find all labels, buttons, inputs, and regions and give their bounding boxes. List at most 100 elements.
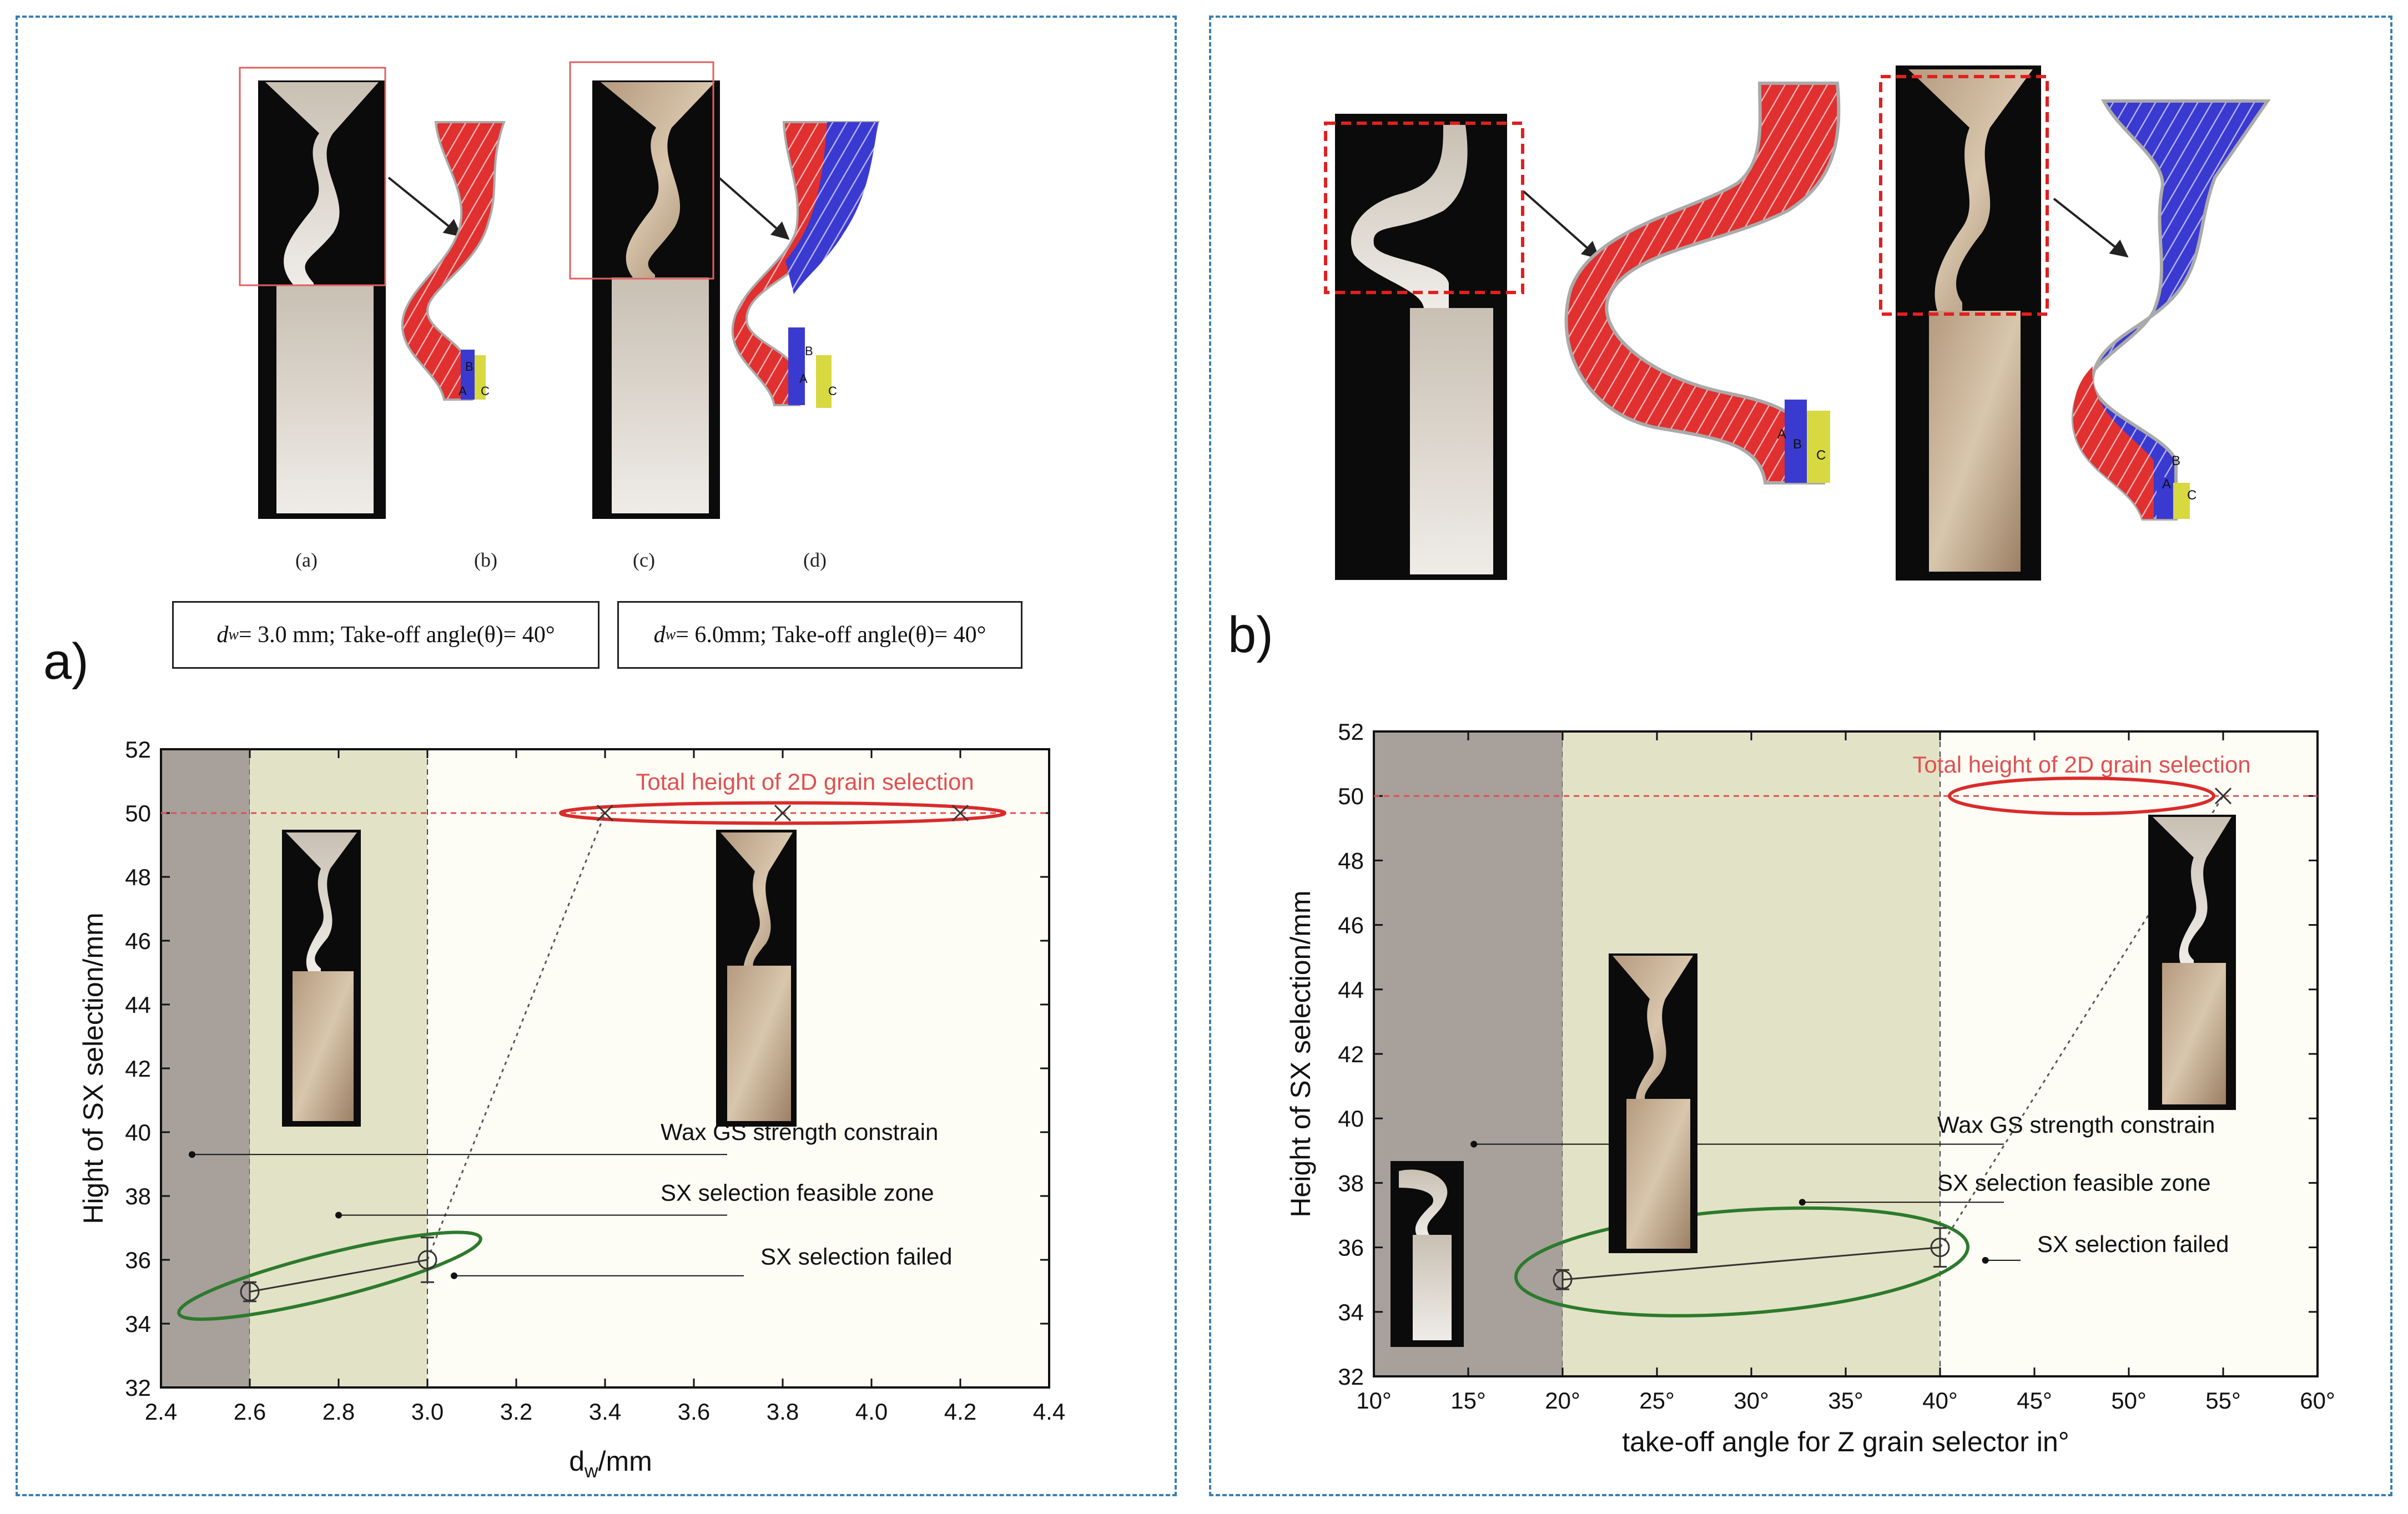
chart-a-success-point-0	[596, 804, 614, 822]
panel-a-letter: a)	[43, 633, 89, 690]
chart-a-ylabel: Hight of SX selection/mm	[78, 912, 109, 1224]
chart-a-dotted-connector	[426, 812, 606, 1260]
sim-b2-label-a: A	[2162, 477, 2171, 492]
panel-a-frame	[16, 16, 1177, 1496]
chart-a-success-point-1	[774, 804, 792, 822]
infobox-dw3-var: d	[216, 622, 229, 648]
chart-a-failed-point-1	[417, 1250, 437, 1270]
chart-b-green-ellipse	[1514, 1206, 1970, 1318]
chart-a-xtick-label-6: 3.6	[678, 1399, 710, 1425]
sim-b-label-c: C	[481, 384, 490, 398]
photo-b1	[1335, 114, 1507, 580]
sim-b1	[1564, 82, 1841, 485]
chart-b-ytick-label-9: 50	[1338, 783, 1364, 809]
chart-b-xtick-label-9: 55°	[2205, 1387, 2241, 1414]
chart-b-failed-point-1	[1930, 1238, 1950, 1258]
chart-a-ytick-label-9: 50	[125, 800, 151, 826]
sim-d-label-b: B	[805, 344, 813, 358]
chart-a-xtick-label-7: 3.8	[767, 1399, 799, 1425]
chart-a-annotation-text-2: SX selection failed	[760, 1243, 953, 1269]
chart-a-ytick-label-5: 42	[125, 1056, 151, 1082]
sim-b1-label-c: C	[1816, 448, 1826, 463]
chart-a-xlabel: dw/mm	[569, 1446, 652, 1482]
photo-b1-highlight	[1324, 122, 1524, 294]
photo-c-highlight	[569, 61, 714, 280]
chart-b-xtick-label-2: 20°	[1545, 1387, 1580, 1414]
infobox-dw3-sub: w	[228, 626, 239, 643]
chart-b-ytick-label-0: 32	[1338, 1364, 1364, 1390]
chart-a-xtick-label-5: 3.4	[589, 1399, 621, 1425]
chart-b-annotation-text-1: SX selection feasible zone	[1937, 1169, 2211, 1195]
arrow-b2	[2053, 198, 2129, 258]
chart-b-success-point-0	[2214, 788, 2232, 805]
chart-a-ytick-label-10: 52	[125, 736, 151, 763]
chart-a-ytick-label-6: 44	[125, 992, 151, 1018]
sim-b1-label-a: A	[1777, 427, 1786, 442]
chart-b-xtick-label-5: 35°	[1828, 1387, 1863, 1414]
chart-a-xtick-label-9: 4.2	[944, 1399, 976, 1425]
image-caption-d: (d)	[803, 549, 827, 571]
photo-b2	[1896, 65, 2041, 581]
sim-d-label-c: C	[828, 384, 837, 398]
chart-b-xlabel: take-off angle for Z grain selector in°	[1622, 1426, 2069, 1457]
chart-a-xtick-label-1: 2.6	[234, 1399, 266, 1425]
sim-b2-label-c: C	[2187, 488, 2197, 503]
chart-b-xtick-label-0: 10°	[1356, 1387, 1392, 1414]
chart-b-ytick-label-2: 36	[1338, 1235, 1364, 1261]
chart-a-xtick-label-8: 4.0	[855, 1399, 888, 1425]
chart-a-reference-label: Total height of 2D grain selection	[636, 769, 974, 795]
sim-d	[731, 121, 880, 408]
chart-a-red-ellipse	[559, 801, 1006, 825]
arrow-b1	[1523, 190, 1600, 260]
chart-a-xtick-label-3: 3.0	[411, 1399, 444, 1425]
chart-b-reference-label: Total height of 2D grain selection	[1912, 751, 2250, 778]
infobox-dw3-text: = 3.0 mm; Take-off angle(θ)= 40°	[239, 622, 555, 648]
chart-a-inset-photo-success	[716, 830, 797, 1127]
sim-d-label-a: A	[799, 372, 808, 386]
sim-b	[401, 121, 506, 401]
sim-b-label-a: A	[459, 384, 467, 398]
panel-b-frame	[1209, 16, 2392, 1496]
chart-a-ytick-label-7: 46	[125, 928, 151, 954]
chart-b-ytick-label-5: 42	[1338, 1041, 1364, 1067]
chart-a-annotation-text-0: Wax GS strength constrain	[661, 1119, 938, 1145]
chart-a-failed-line	[249, 1259, 428, 1293]
chart-b-xtick-label-8: 50°	[2111, 1387, 2147, 1414]
image-caption-b: (b)	[474, 549, 497, 571]
chart-a-ytick-label-8: 48	[125, 864, 151, 890]
chart-a-ytick-label-1: 34	[125, 1311, 151, 1337]
chart-a-annotation-text-1: SX selection feasible zone	[661, 1179, 934, 1205]
chart-b-ytick-label-3: 38	[1338, 1170, 1364, 1196]
chart-a-xtick-label-4: 3.2	[500, 1399, 532, 1425]
chart-b-annotation-text-2: SX selection failed	[2037, 1231, 2229, 1257]
chart-a-xtick-label-0: 2.4	[145, 1399, 177, 1425]
chart-b-failed-point-0	[1553, 1270, 1573, 1290]
chart-b-xtick-label-7: 45°	[2017, 1387, 2052, 1414]
infobox-dw6-sub: w	[665, 626, 676, 643]
chart-b-ytick-label-6: 44	[1338, 977, 1364, 1003]
chart-b-inset-photo-small	[1391, 1161, 1464, 1347]
sim-b2	[2071, 99, 2271, 521]
chart-b-failed-line	[1562, 1246, 1941, 1281]
chart-b-ytick-label-10: 52	[1338, 719, 1364, 745]
sim-b1-label-b: B	[1793, 437, 1802, 452]
chart-a-green-ellipse	[177, 1230, 482, 1321]
photo-c	[592, 80, 720, 519]
chart-a-xtick-label-10: 4.4	[1033, 1399, 1065, 1425]
infobox-dw6-text: = 6.0mm; Take-off angle(θ)= 40°	[676, 622, 986, 648]
sim-b2-label-b: B	[2172, 453, 2180, 468]
chart-b-ytick-label-1: 34	[1338, 1299, 1364, 1325]
panel-b-letter: b)	[1228, 607, 1273, 663]
chart-b-xtick-label-1: 15°	[1450, 1387, 1486, 1414]
chart-b-ytick-label-8: 48	[1338, 847, 1364, 874]
chart-b-ylabel: Height of SX selection/mm	[1285, 890, 1316, 1217]
chart-a-failed-point-0	[240, 1282, 260, 1301]
chart-b-xtick-label-3: 25°	[1639, 1387, 1675, 1414]
chart-a-inset-photo-failed	[282, 830, 361, 1127]
chart-a-ytick-label-3: 38	[125, 1183, 151, 1209]
arrow-c-to-d	[718, 176, 790, 240]
